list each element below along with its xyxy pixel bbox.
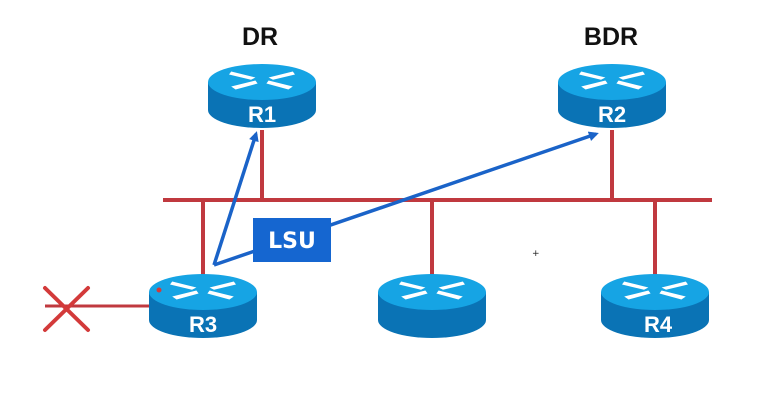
- router-unlabeled[interactable]: [378, 274, 486, 338]
- status-dot: [156, 287, 162, 293]
- dr-label: DR: [242, 23, 278, 51]
- lsu-arrow-to-r1: [212, 131, 259, 266]
- router-r1-name: R1: [248, 102, 276, 127]
- router-r4-name: R4: [644, 312, 673, 337]
- router-r3[interactable]: [149, 274, 257, 338]
- router-r3-name: R3: [189, 312, 217, 337]
- router-r4[interactable]: [601, 274, 709, 338]
- router-r1[interactable]: [208, 64, 316, 128]
- cursor-mark: +: [532, 249, 540, 259]
- lsu-label: LSU: [268, 229, 316, 254]
- lsu-box: LSU: [253, 218, 331, 262]
- router-r2-name: R2: [598, 102, 626, 127]
- bdr-label: BDR: [584, 23, 638, 51]
- router-r2[interactable]: [558, 64, 666, 128]
- failure-x-icon: [43, 286, 90, 332]
